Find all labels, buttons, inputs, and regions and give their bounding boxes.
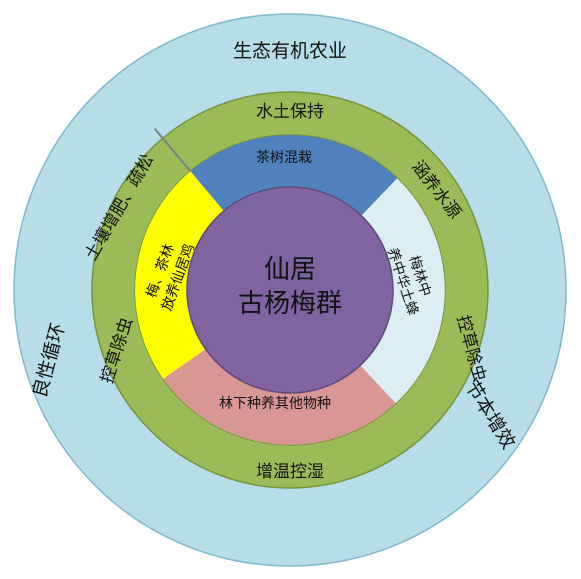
mid-label-top: 水土保持 xyxy=(256,102,324,122)
center-label-line1: 仙居 xyxy=(264,255,316,285)
ring-divider xyxy=(153,128,192,172)
mid-label-bottom: 增温控湿 xyxy=(256,462,324,482)
outer-label-top: 生态有机农业 xyxy=(233,40,347,62)
inner-label-top: 茶树混栽 xyxy=(256,150,312,166)
center-disc xyxy=(186,186,394,394)
inner-label-bottom: 林下种养其他物种 xyxy=(219,396,331,412)
center-label-line2: 古杨梅群 xyxy=(238,289,342,319)
